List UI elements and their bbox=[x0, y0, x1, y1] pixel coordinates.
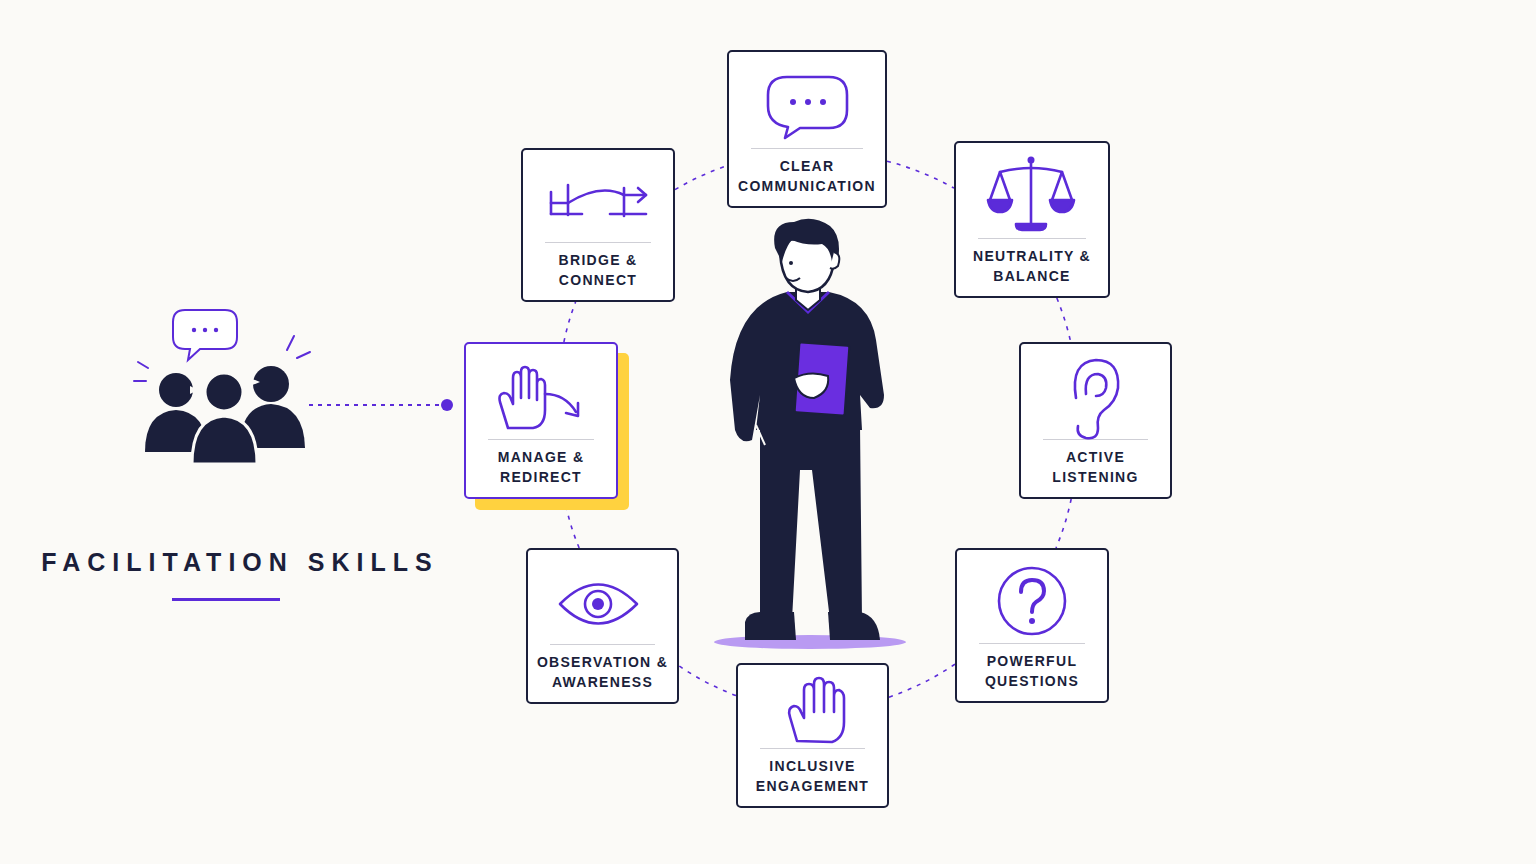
diagram-title: FACILITATION SKILLS bbox=[40, 548, 440, 577]
separator-line bbox=[1043, 439, 1148, 440]
skill-box: BRIDGE & CONNECT bbox=[521, 148, 675, 302]
ring-connector bbox=[564, 499, 579, 548]
ring-connector bbox=[675, 166, 727, 190]
stop-redirect-icon bbox=[500, 367, 579, 428]
separator-line bbox=[751, 148, 863, 149]
skill-box: INCLUSIVE ENGAGEMENT bbox=[736, 663, 889, 808]
skill-label: CLEAR COMMUNICATION bbox=[735, 156, 879, 196]
noise-marks bbox=[134, 336, 310, 381]
skill-box: NEUTRALITY & BALANCE bbox=[954, 141, 1110, 298]
separator-line bbox=[978, 238, 1086, 239]
skill-label: ACTIVE LISTENING bbox=[1027, 447, 1164, 487]
skill-label: INCLUSIVE ENGAGEMENT bbox=[744, 756, 881, 796]
skill-label: MANAGE & REDIRECT bbox=[472, 447, 610, 487]
leader-line bbox=[309, 404, 446, 406]
skill-box: ACTIVE LISTENING bbox=[1019, 342, 1172, 499]
skill-box: OBSERVATION & AWARENESS bbox=[526, 548, 679, 704]
skill-label: NEUTRALITY & BALANCE bbox=[962, 246, 1102, 286]
separator-line bbox=[760, 748, 865, 749]
speech-icon bbox=[768, 77, 847, 138]
ring-connector bbox=[1057, 298, 1071, 342]
skill-label: BRIDGE & CONNECT bbox=[529, 250, 667, 290]
separator-line bbox=[550, 644, 655, 645]
eye-icon bbox=[560, 585, 637, 624]
question-icon bbox=[999, 568, 1065, 634]
ring-connector bbox=[564, 302, 576, 342]
skill-box: MANAGE & REDIRECT bbox=[464, 342, 618, 499]
hand-icon bbox=[789, 678, 844, 742]
skill-label: POWERFUL QUESTIONS bbox=[963, 651, 1101, 691]
bridge-icon bbox=[551, 185, 646, 216]
skill-label: OBSERVATION & AWARENESS bbox=[534, 652, 671, 692]
scale-icon bbox=[988, 157, 1074, 231]
separator-line bbox=[488, 439, 594, 440]
ring-connector bbox=[889, 664, 955, 697]
leader-dot bbox=[441, 399, 453, 411]
ring-connector bbox=[1056, 499, 1071, 548]
facilitator-figure bbox=[714, 219, 906, 649]
separator-line bbox=[545, 242, 651, 243]
skill-box: CLEAR COMMUNICATION bbox=[727, 50, 887, 208]
ring-connector bbox=[887, 161, 954, 188]
ring-connector bbox=[679, 666, 736, 696]
ear-icon bbox=[1075, 360, 1118, 438]
group-icon bbox=[145, 366, 305, 464]
group-speech-bubble bbox=[173, 310, 237, 360]
separator-line bbox=[979, 643, 1085, 644]
title-underline bbox=[172, 598, 280, 601]
skill-box: POWERFUL QUESTIONS bbox=[955, 548, 1109, 703]
